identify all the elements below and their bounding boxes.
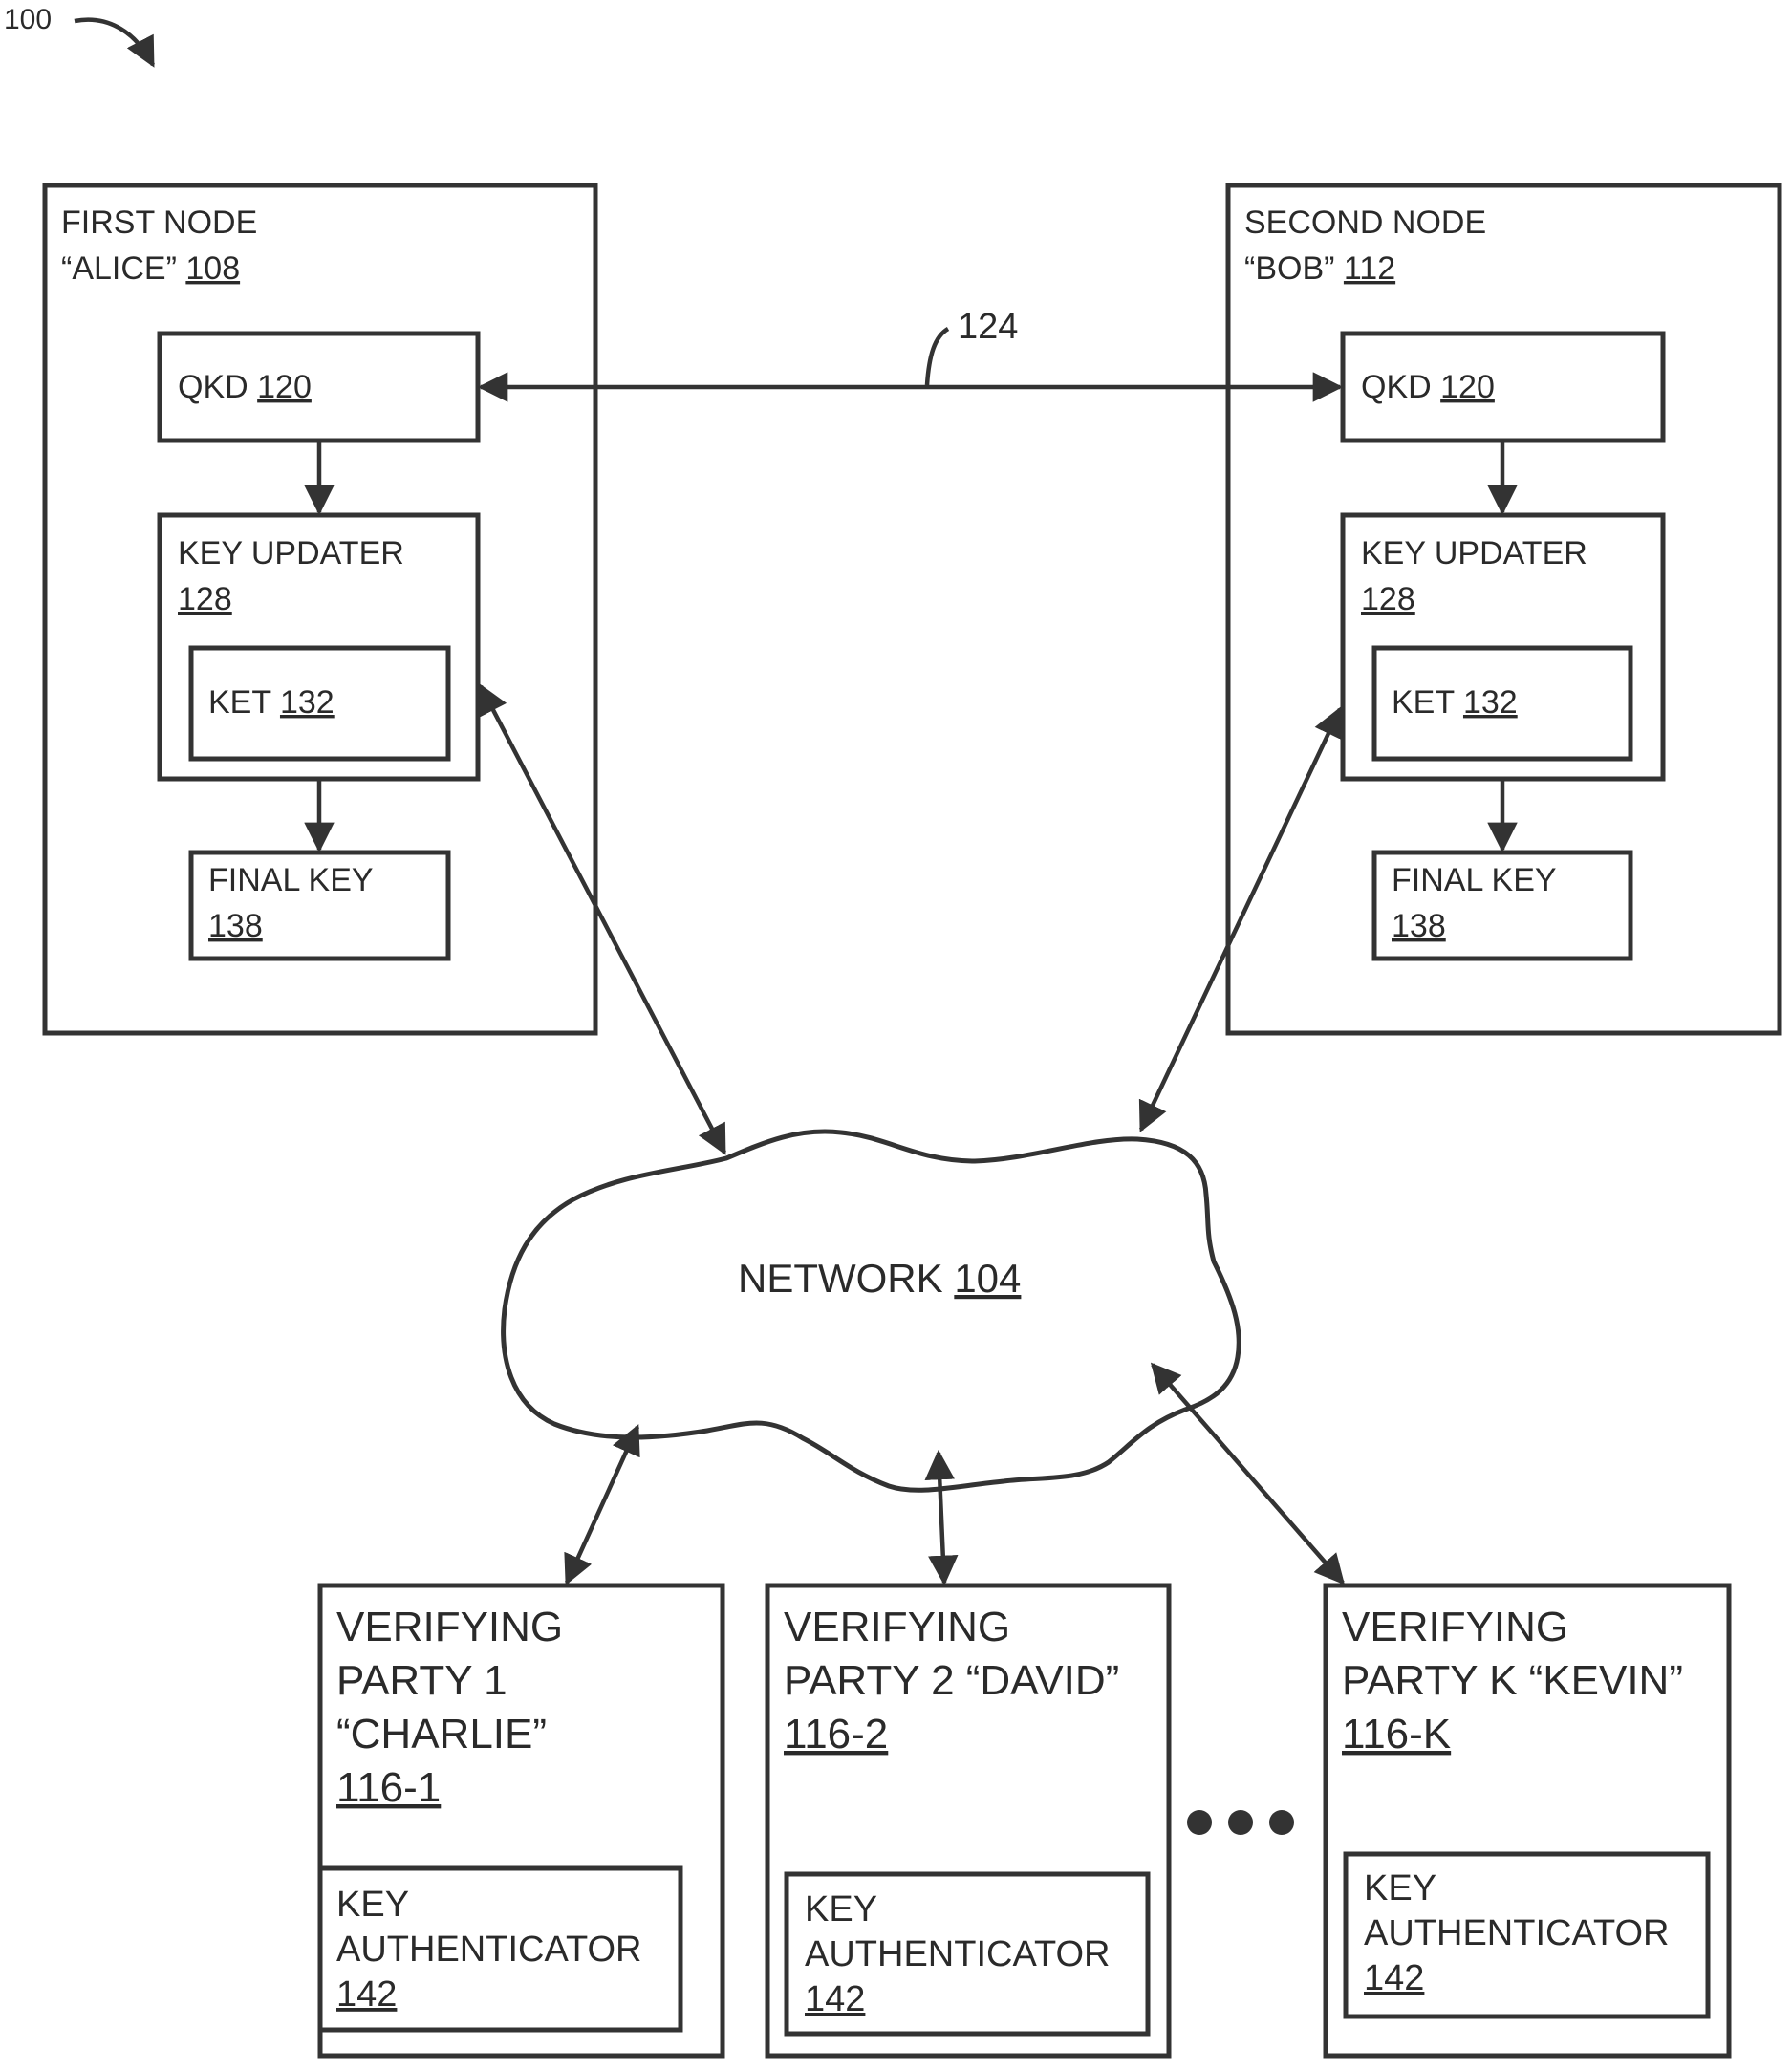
charlie-network-arrow bbox=[564, 1424, 640, 1585]
alice-final-key-label: FINAL KEY bbox=[208, 862, 374, 898]
vp2-ref: 116-2 bbox=[784, 1711, 888, 1757]
vpk-ka-line-2: AUTHENTICATOR bbox=[1364, 1913, 1670, 1953]
first-node: FIRST NODE “ALICE” 108 QKD 120 KEY UPDAT… bbox=[42, 183, 598, 1036]
bob-ket-label: KET 132 bbox=[1392, 684, 1518, 721]
vp1-key-authenticator-box bbox=[317, 1865, 683, 2033]
bob-qkd-label: QKD 120 bbox=[1361, 369, 1495, 405]
vp2-ka-line-2: AUTHENTICATOR bbox=[805, 1934, 1111, 1974]
second-node-ref: 112 bbox=[1344, 250, 1395, 287]
vpk-ka-ref: 142 bbox=[1364, 1958, 1424, 1998]
vpk-ka-line-1: KEY bbox=[1364, 1868, 1436, 1908]
first-node-box bbox=[42, 183, 598, 1036]
first-node-name: “ALICE” 108 bbox=[61, 250, 240, 287]
vp1-ref: 116-1 bbox=[336, 1764, 441, 1811]
alice-network-arrow bbox=[479, 683, 726, 1155]
alice-key-updater-label: KEY UPDATER bbox=[178, 535, 404, 571]
verifying-party-1: VERIFYING PARTY 1 “CHARLIE” 116-1 KEY AU… bbox=[317, 1583, 725, 2059]
vp1-line-2: PARTY 1 bbox=[336, 1657, 507, 1704]
vpk-line-2: PARTY K “KEVIN” bbox=[1342, 1657, 1683, 1704]
bob-network-arrow bbox=[1138, 706, 1343, 1132]
verifying-party-k: VERIFYING PARTY K “KEVIN” 116-K KEY AUTH… bbox=[1323, 1583, 1732, 2059]
second-node-title: SECOND NODE bbox=[1244, 205, 1486, 241]
vp2-line-1: VERIFYING bbox=[784, 1604, 1010, 1650]
alice-final-key-ref: 138 bbox=[208, 908, 263, 944]
bob-key-updater-ref: 128 bbox=[1361, 581, 1415, 617]
vpk-ref: 116-K bbox=[1342, 1711, 1451, 1757]
verifying-party-1-box bbox=[317, 1583, 725, 2059]
kevin-network-arrow bbox=[1150, 1362, 1346, 1585]
vp2-ka-line-1: KEY bbox=[805, 1889, 877, 1930]
bob-final-key-label: FINAL KEY bbox=[1392, 862, 1557, 898]
verifying-party-k-box bbox=[1323, 1583, 1732, 2059]
ellipsis-dot bbox=[1187, 1810, 1212, 1835]
ellipsis-dots bbox=[1187, 1810, 1294, 1835]
alice-key-updater-ref: 128 bbox=[178, 581, 232, 617]
network-cloud bbox=[501, 1129, 1241, 1493]
verifying-party-2-box bbox=[765, 1583, 1172, 2059]
vp1-line-3: “CHARLIE” bbox=[336, 1711, 547, 1757]
bob-key-updater-label: KEY UPDATER bbox=[1361, 535, 1587, 571]
bob-final-key-ref: 138 bbox=[1392, 908, 1446, 944]
alice-ket-box bbox=[188, 645, 451, 762]
first-node-ref: 108 bbox=[185, 250, 240, 287]
second-node: SECOND NODE “BOB” 112 QKD 120 KEY UPDATE… bbox=[1225, 183, 1782, 1036]
figure-reference-arrow bbox=[74, 17, 155, 68]
vp2-line-2: PARTY 2 “DAVID” bbox=[784, 1657, 1119, 1704]
vpk-key-authenticator-box bbox=[1343, 1851, 1711, 2019]
alice-qkd-label: QKD 120 bbox=[178, 369, 312, 405]
alice-ket-label: KET 132 bbox=[208, 684, 335, 721]
vp2-key-authenticator-box bbox=[784, 1871, 1151, 2037]
verifying-party-2: VERIFYING PARTY 2 “DAVID” 116-2 KEY AUTH… bbox=[765, 1583, 1172, 2059]
ellipsis-dot bbox=[1228, 1810, 1253, 1835]
figure-reference: 100 bbox=[4, 4, 52, 35]
david-network-arrow bbox=[924, 1449, 959, 1586]
bob-ket-box bbox=[1371, 645, 1633, 762]
vp2-ka-ref: 142 bbox=[805, 1979, 865, 2019]
qkd-link-ref: 124 bbox=[958, 307, 1018, 347]
ellipsis-dot bbox=[1269, 1810, 1294, 1835]
vp1-ka-line-1: KEY bbox=[336, 1885, 409, 1925]
network-label: NETWORK 104 bbox=[738, 1256, 1021, 1301]
second-node-name: “BOB” 112 bbox=[1244, 250, 1395, 287]
second-node-box bbox=[1225, 183, 1782, 1036]
vp1-line-1: VERIFYING bbox=[336, 1604, 563, 1650]
vpk-line-1: VERIFYING bbox=[1342, 1604, 1568, 1650]
vp1-ka-line-2: AUTHENTICATOR bbox=[336, 1930, 642, 1970]
first-node-title: FIRST NODE bbox=[61, 205, 257, 241]
vp1-ka-ref: 142 bbox=[336, 1974, 397, 2015]
qkd-link-leader bbox=[924, 327, 950, 386]
